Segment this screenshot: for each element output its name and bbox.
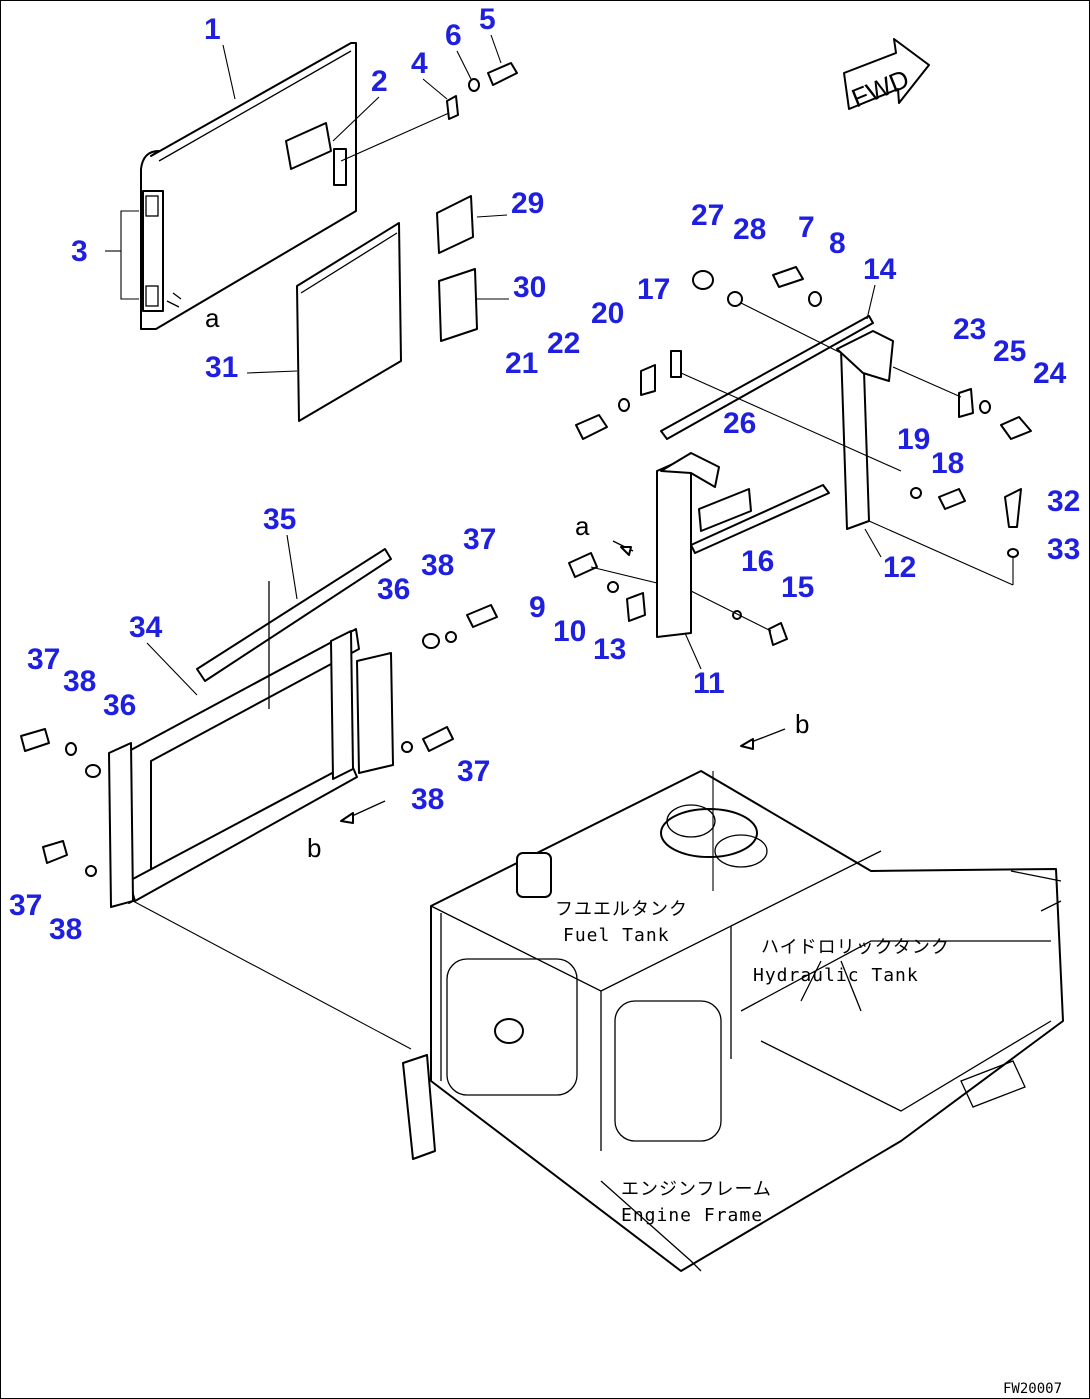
callout-34: 34 bbox=[129, 611, 163, 644]
callout-22: 22 bbox=[547, 327, 580, 360]
fwd-direction-arrow: FWD bbox=[843, 38, 930, 113]
hydraulic-tank-label-jp: ハイドロリックタンク bbox=[761, 937, 950, 958]
ref-letter-a-bracket: a bbox=[575, 511, 590, 541]
callout-23: 23 bbox=[953, 313, 986, 346]
component-labels: フユエルタンク Fuel Tank ハイドロリックタンク Hydraulic T… bbox=[555, 899, 950, 1226]
radiator-frame-assembly bbox=[20, 548, 498, 1050]
callout-30: 30 bbox=[513, 271, 546, 304]
callout-12: 12 bbox=[883, 551, 916, 584]
callout-28: 28 bbox=[733, 213, 766, 246]
callout-38d: 38 bbox=[49, 913, 82, 946]
callout-36b: 36 bbox=[103, 689, 136, 722]
callout-11: 11 bbox=[693, 667, 725, 700]
callout-20: 20 bbox=[591, 297, 624, 330]
callout-37b: 37 bbox=[27, 643, 60, 676]
side-door-assembly bbox=[140, 42, 357, 330]
callout-27: 27 bbox=[691, 199, 724, 232]
callout-7: 7 bbox=[798, 211, 815, 244]
callout-29: 29 bbox=[511, 187, 544, 220]
ref-letter-b-frame: b bbox=[307, 833, 321, 863]
fuel-tank-label-jp: フユエルタンク bbox=[555, 899, 688, 920]
callout-14: 14 bbox=[863, 253, 897, 286]
callout-17: 17 bbox=[637, 273, 670, 306]
callout-31: 31 bbox=[205, 351, 238, 384]
callout-leaders bbox=[105, 34, 882, 696]
callout-36a: 36 bbox=[377, 573, 410, 606]
callout-8: 8 bbox=[829, 227, 846, 260]
callout-5: 5 bbox=[479, 3, 496, 36]
drawing-code: FW20007 bbox=[1003, 1381, 1062, 1397]
engine-frame-label-jp: エンジンフレーム bbox=[621, 1179, 772, 1200]
callout-18: 18 bbox=[931, 447, 964, 480]
callout-38a: 38 bbox=[421, 549, 454, 582]
callout-37a: 37 bbox=[463, 523, 496, 556]
fuel-tank-label-en: Fuel Tank bbox=[563, 925, 670, 946]
callout-33: 33 bbox=[1047, 533, 1080, 566]
callout-32: 32 bbox=[1047, 485, 1080, 518]
callout-37d: 37 bbox=[9, 889, 42, 922]
latch-fasteners bbox=[340, 62, 518, 162]
callout-19: 19 bbox=[897, 423, 930, 456]
callout-35: 35 bbox=[263, 503, 296, 536]
reference-letter-labels: a a b b bbox=[205, 303, 809, 863]
ref-letter-b-tank: b bbox=[795, 709, 809, 739]
tank-and-engine-frame bbox=[402, 770, 1064, 1272]
callout-16: 16 bbox=[741, 545, 774, 578]
callout-21: 21 bbox=[505, 347, 538, 380]
mounting-bracket-assembly bbox=[568, 266, 1032, 646]
callout-9: 9 bbox=[529, 591, 546, 624]
callout-25: 25 bbox=[993, 335, 1026, 368]
callout-1: 1 bbox=[204, 13, 221, 46]
engine-frame-label-en: Engine Frame bbox=[621, 1205, 763, 1226]
insulation-pads bbox=[296, 195, 478, 422]
callout-15: 15 bbox=[781, 571, 814, 604]
callout-26: 26 bbox=[723, 407, 756, 440]
callout-24: 24 bbox=[1033, 357, 1067, 390]
callout-2: 2 bbox=[371, 65, 388, 98]
callout-13: 13 bbox=[593, 633, 626, 666]
reference-arrows bbox=[340, 540, 786, 824]
callout-3: 3 bbox=[71, 235, 88, 268]
callout-4: 4 bbox=[411, 47, 428, 80]
callout-10: 10 bbox=[553, 615, 586, 648]
callout-6: 6 bbox=[445, 19, 462, 52]
ref-letter-a-door: a bbox=[205, 303, 220, 333]
hydraulic-tank-label-en: Hydraulic Tank bbox=[753, 965, 919, 986]
callout-38c: 38 bbox=[411, 783, 444, 816]
callout-37c: 37 bbox=[457, 755, 490, 788]
callout-38b: 38 bbox=[63, 665, 96, 698]
callout-labels: 1 2 3 4 5 6 7 8 9 10 11 12 13 14 15 16 1… bbox=[9, 3, 1080, 946]
